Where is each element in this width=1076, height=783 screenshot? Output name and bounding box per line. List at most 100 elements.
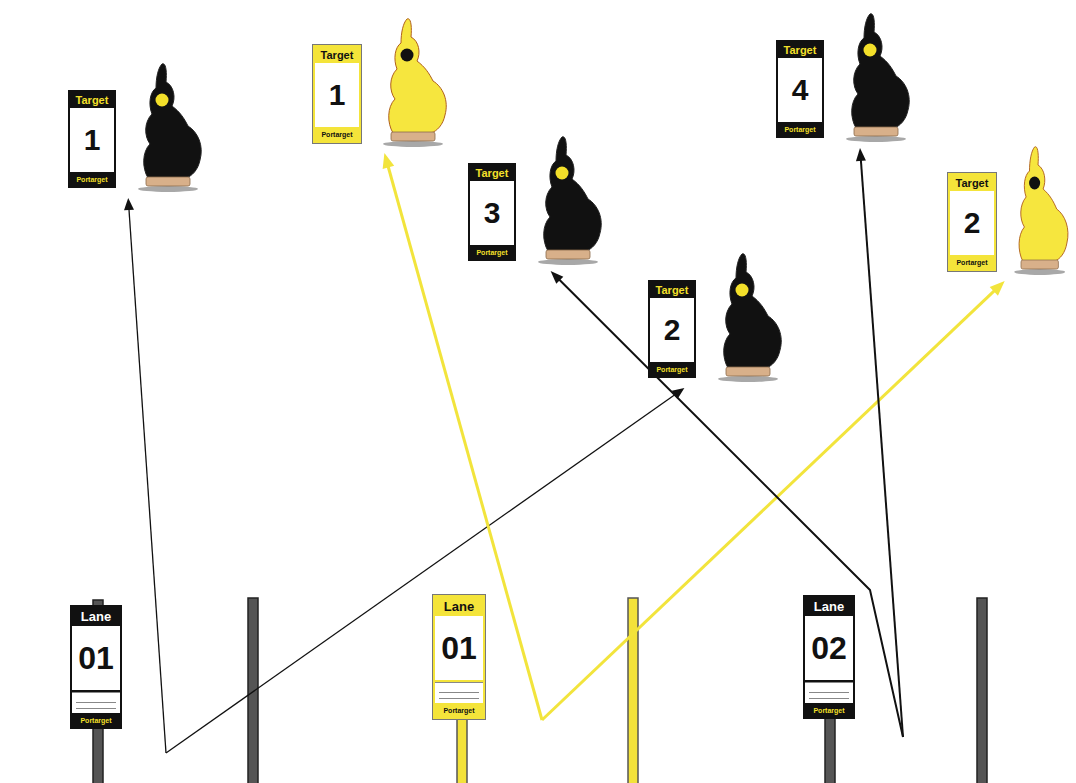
connector-line [166, 394, 676, 753]
number-panel: 2 [950, 191, 994, 255]
target-shadow [718, 376, 778, 382]
brand-name: Portarget [443, 707, 474, 714]
sign-number: 1 [329, 80, 346, 110]
brand-name: Portarget [956, 259, 987, 266]
info-strip [805, 682, 853, 703]
target-silhouette [834, 10, 914, 148]
header-band: Lane [72, 607, 120, 626]
info-line [809, 692, 849, 693]
target-stand: Target1Portarget [313, 15, 453, 153]
target-silhouette [126, 60, 206, 198]
sign-heading: Lane [814, 600, 844, 613]
number-panel: 2 [650, 298, 694, 362]
brand-name: Portarget [813, 707, 844, 714]
lane-sign: Lane 02Portarget [803, 595, 855, 719]
sign-number: 01 [78, 642, 114, 674]
info-line [809, 698, 849, 699]
sign-heading: Target [656, 285, 689, 296]
number-panel: 01 [435, 616, 483, 680]
sign-number: 02 [811, 632, 847, 664]
sign-number: 2 [964, 208, 981, 238]
target-shadow [538, 259, 598, 265]
brand-band: Portarget [72, 713, 120, 727]
target-dot [156, 94, 169, 107]
target-silhouette [706, 250, 786, 388]
target-sign: Target 4Portarget [776, 40, 824, 138]
sign-heading: Target [784, 45, 817, 56]
target-shadow [383, 141, 443, 147]
lane-sign: Lane 01Portarget [70, 605, 122, 729]
brand-band: Portarget [70, 172, 114, 186]
target-shadow [1014, 269, 1065, 275]
target-sign: Target 2Portarget [648, 280, 696, 378]
sign-heading: Target [76, 95, 109, 106]
lane-sign: Lane 01Portarget [433, 595, 485, 719]
number-panel: 1 [70, 108, 114, 172]
target-base [546, 250, 590, 259]
sign-number: 2 [664, 315, 681, 345]
brand-name: Portarget [321, 131, 352, 138]
target-shadow [846, 136, 906, 142]
target-sign: Target1Portarget [313, 45, 361, 143]
lane-post [977, 598, 987, 783]
brand-band: Portarget [778, 122, 822, 136]
target-stand: Target 1Portarget [68, 60, 208, 198]
brand-name: Portarget [656, 366, 687, 373]
sign-heading: Lane [444, 600, 474, 613]
sign-number: 01 [441, 632, 477, 664]
target-silhouette [1004, 143, 1072, 281]
number-panel: 4 [778, 58, 822, 122]
info-strip [72, 692, 120, 713]
target-body [852, 14, 910, 128]
connector-arrow [166, 388, 684, 753]
connector-line [388, 166, 542, 720]
target-stand: Target 2Portarget [648, 250, 788, 388]
target-base [391, 132, 435, 141]
target-body [1019, 147, 1068, 261]
brand-band: Portarget [315, 127, 359, 141]
target-dot [864, 44, 877, 57]
header-band: Target [650, 282, 694, 298]
lane-marker: Lane 01Portarget [433, 595, 542, 720]
target-dot [556, 167, 569, 180]
target-silhouette [526, 133, 606, 271]
target-stand: Target 4Portarget [776, 10, 916, 148]
target-dot [401, 49, 414, 62]
number-panel: 3 [470, 181, 514, 245]
brand-band: Portarget [470, 245, 514, 259]
connector-arrow [124, 198, 166, 753]
info-line [76, 702, 116, 703]
connector-line [129, 208, 166, 753]
target-shadow [138, 186, 198, 192]
connector-line [861, 159, 903, 737]
lane-marker: Lane 02Portarget [803, 595, 903, 737]
sign-heading: Lane [81, 610, 111, 623]
brand-band: Portarget [435, 703, 483, 717]
info-strip [435, 682, 483, 703]
sign-number: 3 [484, 198, 501, 228]
info-line [439, 692, 479, 693]
target-body [544, 137, 602, 251]
target-base [146, 177, 190, 186]
target-body [144, 64, 202, 178]
brand-band: Portarget [805, 703, 853, 717]
target-base [854, 127, 898, 136]
header-band: Lane [805, 597, 853, 616]
target-dot [1029, 177, 1040, 190]
number-panel: 1 [315, 63, 359, 127]
target-body [724, 254, 782, 368]
target-sign: Target3Portarget [468, 163, 516, 261]
target-dot [736, 284, 749, 297]
brand-name: Portarget [476, 249, 507, 256]
header-band: Target [70, 92, 114, 108]
target-stand: Target3Portarget [468, 133, 608, 271]
lane-marker: Lane 01Portarget [70, 605, 166, 753]
brand-name: Portarget [784, 126, 815, 133]
sign-number: 4 [792, 75, 809, 105]
header-band: Target [950, 175, 994, 191]
connector-arrow [856, 148, 903, 737]
info-line [76, 708, 116, 709]
target-body [389, 19, 447, 133]
lane-post [628, 598, 638, 783]
